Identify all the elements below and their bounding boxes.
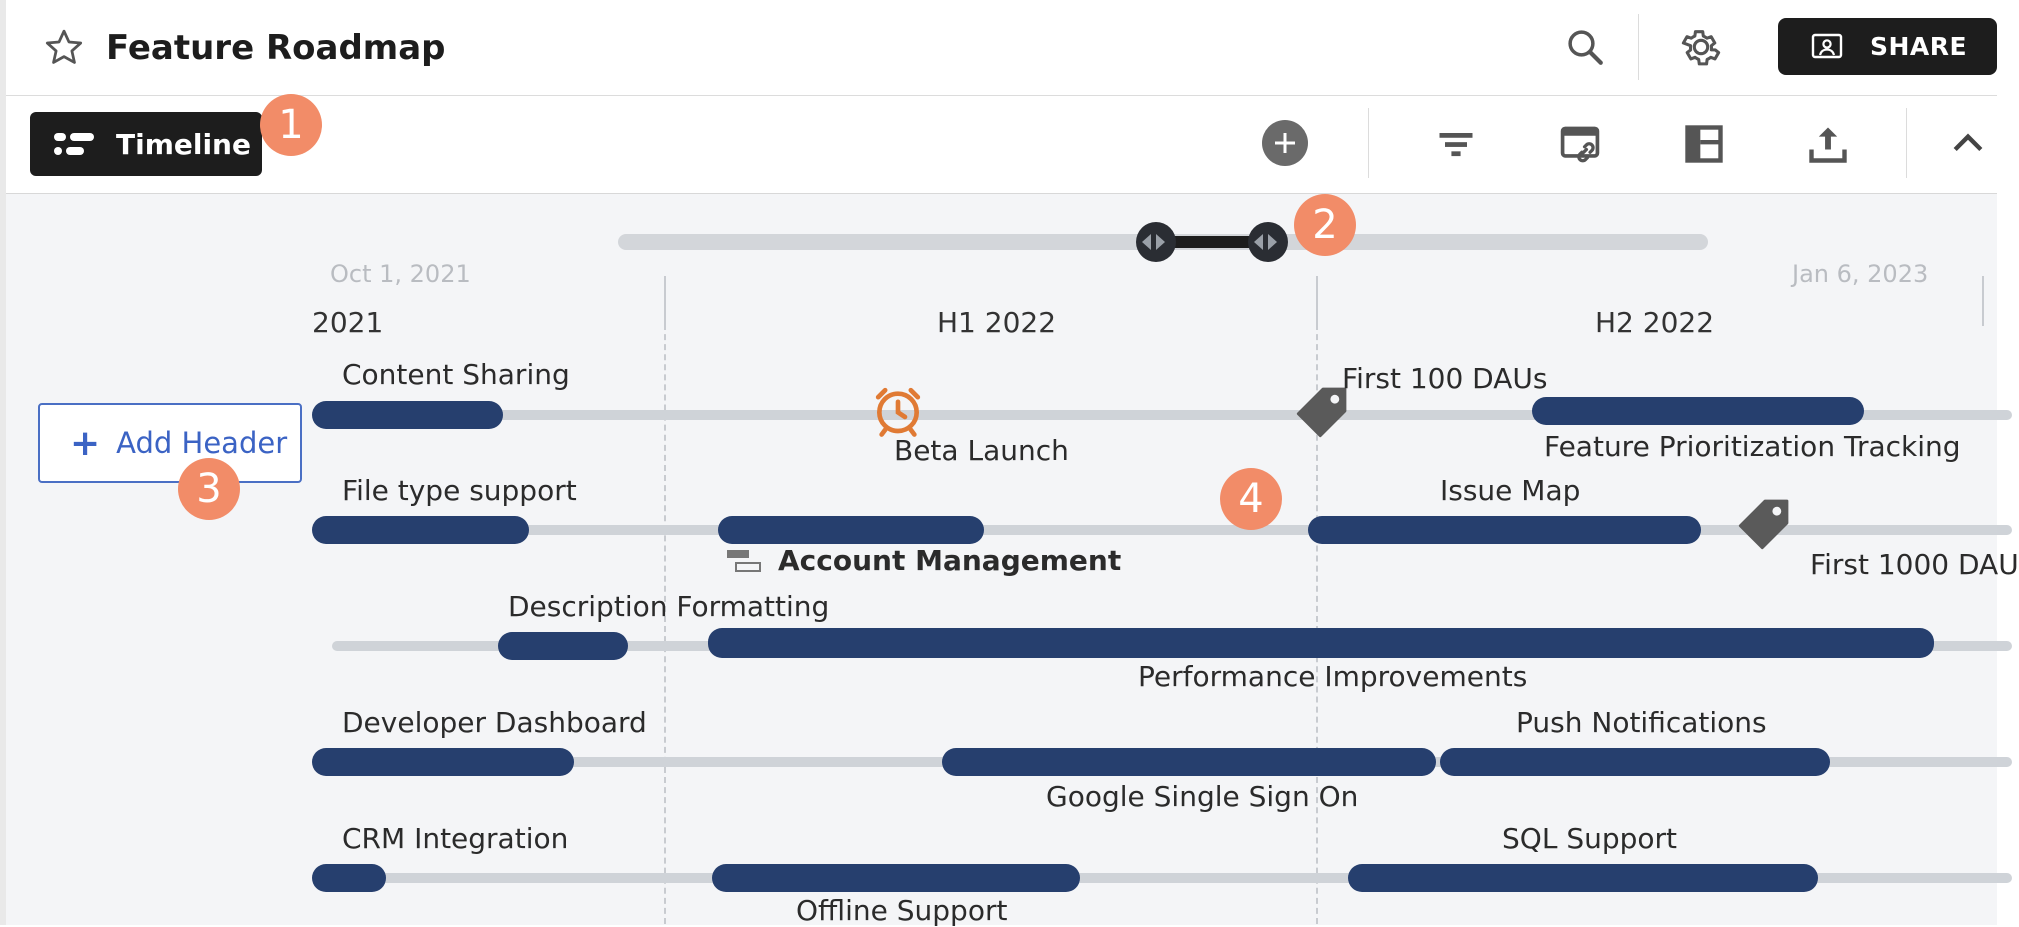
timeline-row-track <box>332 410 2012 420</box>
bar-label: Performance Improvements <box>1138 660 1528 693</box>
milestone-label: First 1000 DAU <box>1810 548 2019 581</box>
period-tick <box>1982 276 1984 326</box>
bar-label: Feature Prioritization Tracking <box>1544 430 1961 463</box>
bar-feature-prioritization-tracking[interactable] <box>1532 397 1864 425</box>
timeline-row-track <box>332 525 2012 535</box>
toolbar-divider-2 <box>1906 108 1907 178</box>
bar-performance-improvements[interactable] <box>708 628 1934 658</box>
timeline-view-button[interactable]: Timeline <box>30 112 262 176</box>
chevron-up-icon[interactable] <box>1946 122 1990 166</box>
plus-icon: + <box>70 422 101 464</box>
add-header-button[interactable]: + Add Header <box>38 403 302 483</box>
bar-label: Issue Map <box>1440 474 1581 507</box>
timeline-row-track <box>332 873 2012 883</box>
add-item-button[interactable] <box>1262 120 1308 166</box>
period-gridline <box>1316 324 1318 924</box>
timeline-body: 2021 H1 2022 H2 2022 Content Sharing Bet… <box>312 194 2019 927</box>
search-icon[interactable] <box>1564 26 1606 68</box>
bar-account-management[interactable] <box>718 516 984 544</box>
bar-label: File type support <box>342 474 577 507</box>
zoom-slider-range[interactable] <box>1156 236 1268 248</box>
bar-label: Developer Dashboard <box>342 706 647 739</box>
bar-label: CRM Integration <box>342 822 569 855</box>
period-tick <box>1316 276 1318 326</box>
period-gridline <box>664 324 666 924</box>
annotation-badge-4: 4 <box>1220 468 1282 530</box>
annotation-badge-2: 2 <box>1294 194 1356 256</box>
period-label-h2-2022: H2 2022 <box>1595 306 1715 339</box>
range-end-date: Jan 6, 2023 <box>1792 260 1929 288</box>
toolbar: Timeline 1 <box>6 94 1997 194</box>
bar-label: Google Single Sign On <box>1046 780 1359 813</box>
header-bar: Feature Roadmap SHARE <box>6 0 1997 96</box>
bar-issue-map[interactable] <box>1308 516 1701 544</box>
bar-label: Offline Support <box>796 894 1008 927</box>
link-window-icon[interactable] <box>1558 122 1602 166</box>
milestone-tag-icon[interactable] <box>1732 490 1798 556</box>
milestone-label: Beta Launch <box>894 434 1069 467</box>
timeline-view-label: Timeline <box>116 127 251 161</box>
group-label: Account Management <box>778 544 1122 577</box>
bar-google-single-sign-on[interactable] <box>942 748 1436 776</box>
bar-push-notifications[interactable] <box>1440 748 1830 776</box>
bar-description-formatting[interactable] <box>498 632 628 660</box>
milestone-label: First 100 DAUs <box>1342 362 1548 395</box>
export-icon[interactable] <box>1806 122 1850 166</box>
bar-label: Push Notifications <box>1516 706 1767 739</box>
star-icon[interactable] <box>42 26 86 70</box>
add-header-label: Add Header <box>116 426 288 460</box>
group-bars-icon <box>727 550 761 572</box>
bar-developer-dashboard[interactable] <box>312 748 574 776</box>
share-button[interactable]: SHARE <box>1778 18 1997 75</box>
filter-icon[interactable] <box>1434 122 1478 166</box>
range-start-date: Oct 1, 2021 <box>330 260 471 288</box>
bar-label: SQL Support <box>1502 822 1677 855</box>
bar-file-type-support[interactable] <box>312 516 529 544</box>
present-icon <box>1811 33 1843 58</box>
layout-icon[interactable] <box>1682 122 1726 166</box>
timeline-icon <box>54 133 94 155</box>
milestone-tag-icon[interactable] <box>1290 378 1356 444</box>
bar-offline-support[interactable] <box>712 864 1080 892</box>
bar-content-sharing[interactable] <box>312 401 503 429</box>
timeline-canvas: + Add Header 3 2 Oct 1, 2021 Jan 6, 2023… <box>6 194 2019 927</box>
annotation-badge-3: 3 <box>178 458 240 520</box>
alarm-clock-icon[interactable] <box>870 382 926 438</box>
period-label-h1-2022: H1 2022 <box>937 306 1057 339</box>
bar-label: Description Formatting <box>508 590 830 623</box>
bar-sql-support[interactable] <box>1348 864 1818 892</box>
gear-icon[interactable] <box>1678 24 1724 70</box>
zoom-handle-right[interactable] <box>1248 222 1288 262</box>
zoom-handle-left[interactable] <box>1136 222 1176 262</box>
page-title: Feature Roadmap <box>106 28 446 68</box>
period-tick <box>664 276 666 326</box>
toolbar-divider <box>1368 108 1369 178</box>
header-divider <box>1638 14 1639 80</box>
plus-icon <box>1275 133 1295 153</box>
period-label-2021: 2021 <box>312 306 384 339</box>
annotation-badge-1: 1 <box>260 94 322 156</box>
bar-crm-integration[interactable] <box>312 864 386 892</box>
share-label: SHARE <box>1870 32 1968 61</box>
bar-label: Content Sharing <box>342 358 570 391</box>
